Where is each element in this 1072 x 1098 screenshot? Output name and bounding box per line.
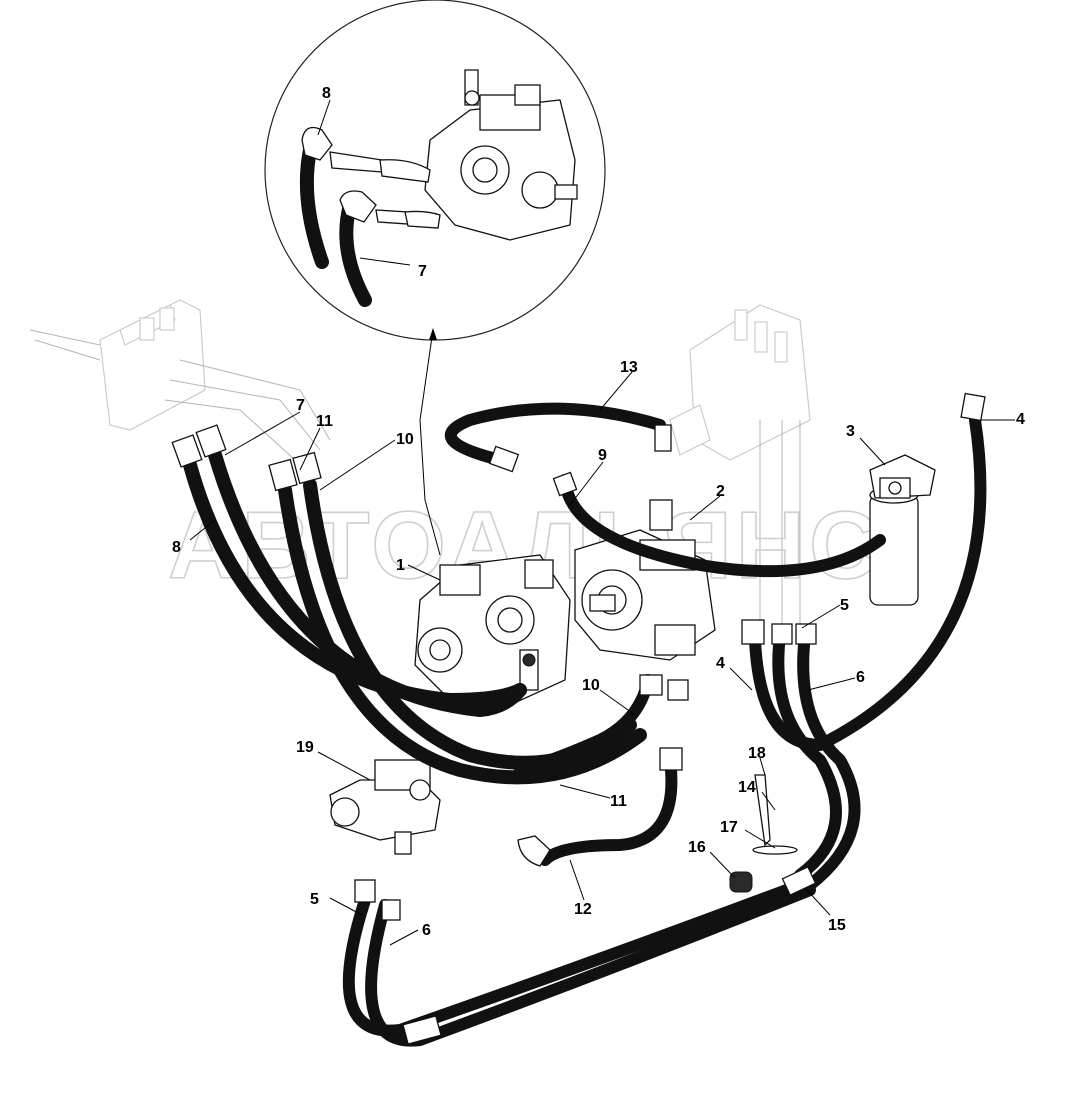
callout-11-bottom: 11	[610, 793, 627, 810]
ghost-valve-block-left	[29, 299, 331, 461]
pump-19	[329, 759, 441, 855]
callout-6-left: 6	[422, 922, 431, 939]
callout-7-detail: 7	[418, 263, 427, 280]
callout-18: 18	[748, 745, 766, 762]
callout-9: 9	[598, 447, 607, 464]
callout-10-mid: 10	[582, 677, 600, 694]
callout-6-right: 6	[856, 669, 865, 686]
callout-16: 16	[688, 839, 706, 856]
fittings	[171, 392, 986, 1045]
callout-12: 12	[574, 901, 592, 918]
callout-labels: 8 7 13 7 11 10 9 2 3 4 8 1 5 4 6 10 19 1…	[172, 85, 1025, 939]
callout-17: 17	[720, 819, 738, 836]
filter-3	[869, 454, 936, 606]
callout-4-top: 4	[1016, 411, 1025, 428]
callout-5-right: 5	[840, 597, 849, 614]
callout-13: 13	[620, 359, 638, 376]
callout-15: 15	[828, 917, 846, 934]
callout-4-mid: 4	[716, 655, 725, 672]
callout-1: 1	[396, 557, 405, 574]
callout-8-left: 8	[172, 539, 181, 556]
callout-3: 3	[846, 423, 855, 440]
detail-pump	[424, 69, 578, 241]
detail-hose-8	[299, 143, 329, 269]
callout-2: 2	[716, 483, 725, 500]
callout-5-left: 5	[310, 891, 319, 908]
callout-8-detail: 8	[322, 85, 331, 102]
callout-11-top: 11	[316, 413, 333, 430]
callout-10-top: 10	[396, 431, 414, 448]
callout-14: 14	[738, 779, 756, 796]
pump-1	[414, 554, 571, 706]
callout-7-left: 7	[296, 397, 305, 414]
hoses	[183, 402, 987, 1047]
leader-lines	[189, 99, 1015, 946]
ghost-valve-block-right	[669, 304, 811, 630]
callout-19: 19	[296, 739, 314, 756]
detail-leader	[419, 329, 441, 556]
detail-circle	[264, 0, 606, 341]
